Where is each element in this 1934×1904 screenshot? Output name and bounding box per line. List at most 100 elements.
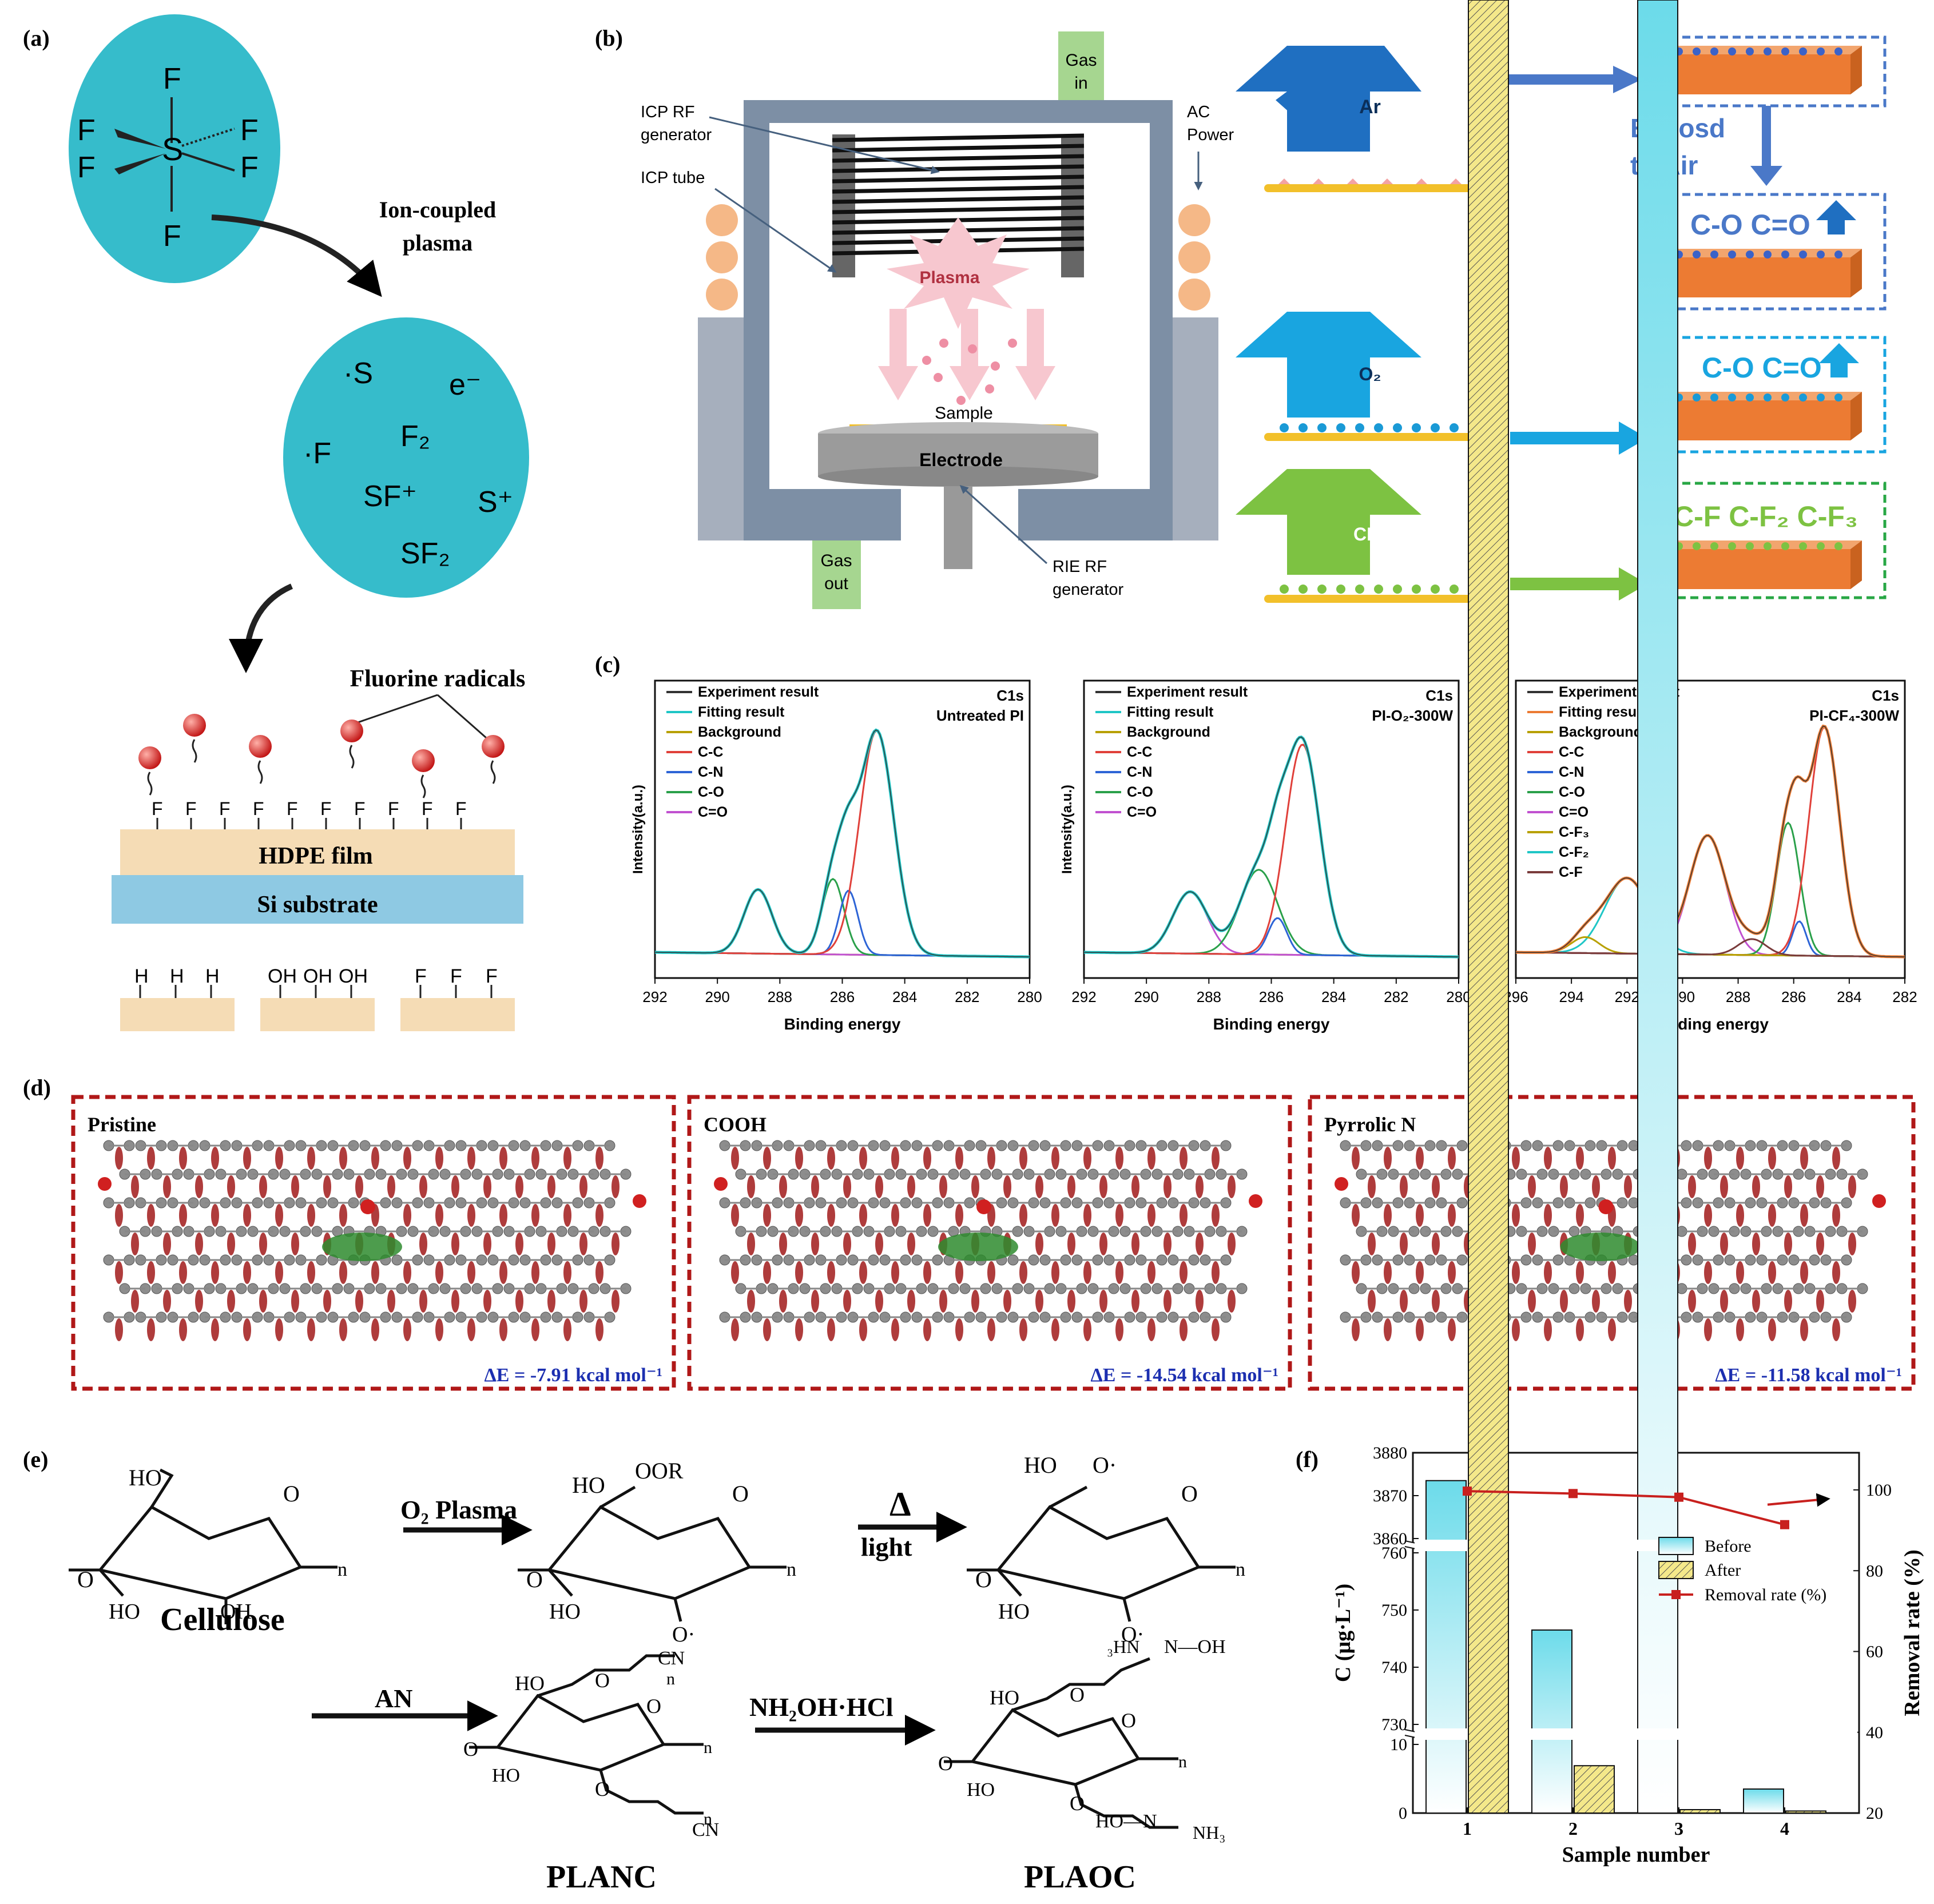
svg-text:O: O	[646, 1695, 661, 1718]
svg-text:·S: ·S	[343, 357, 373, 390]
xps-ylabel: Intensity(a.u.)	[1059, 785, 1075, 874]
xps-title: C1s	[1872, 687, 1899, 704]
xps-component	[1516, 938, 1905, 958]
xps-tick: 286	[1259, 988, 1284, 1005]
xps-legend-entry: Experiment result	[698, 684, 819, 700]
y2-tick: 100	[1866, 1481, 1892, 1500]
svg-text:OH: OH	[220, 1600, 252, 1624]
f-atom: F	[163, 62, 181, 96]
xps-legend-entry: C-F₂	[1559, 844, 1589, 860]
svg-text:O₂ Plasma: O₂ Plasma	[400, 1495, 517, 1524]
xps-legend-entry: Background	[1559, 724, 1642, 740]
rie-rf-label: RIE RF	[1053, 558, 1107, 576]
dft-panel-name: COOH	[704, 1113, 767, 1136]
group-block	[400, 998, 515, 1031]
svg-text:HO—N: HO—N	[1095, 1811, 1157, 1832]
xps-component	[1516, 920, 1905, 958]
surface-f-atom: F	[152, 798, 163, 819]
svg-text:n: n	[1236, 1559, 1245, 1580]
ac-power-label: AC	[1187, 103, 1210, 121]
xps-component	[655, 878, 1030, 958]
svg-text:CN: CN	[658, 1648, 685, 1669]
svg-text:O·: O·	[1121, 1623, 1144, 1647]
gas-treatments: Ar O₂ CF₄ Exposd to Air C-O C=O C-O C=O …	[1236, 35, 1887, 603]
xps-component	[1516, 877, 1905, 958]
svg-text:O: O	[526, 1567, 543, 1592]
y-axis-label: C (μg·L⁻¹)	[1331, 1584, 1355, 1682]
xps-legend-entry: C-O	[698, 784, 724, 800]
svg-text:light: light	[861, 1532, 912, 1561]
svg-text:HO: HO	[109, 1600, 140, 1624]
bar-before	[1637, 0, 1678, 1814]
bar-after	[1574, 1765, 1615, 1814]
f-atom: F	[163, 220, 181, 253]
xps-legend-entry: Experiment result	[1127, 684, 1248, 700]
svg-text:O: O	[938, 1752, 953, 1775]
xps-tick: 294	[1559, 988, 1583, 1005]
svg-text:HO: HO	[492, 1765, 520, 1786]
dft-panel: Pyrrolic NΔE = -11.58 kcal mol⁻¹	[1308, 1095, 1916, 1391]
xps-tick: 286	[830, 988, 855, 1005]
y2-tick: 80	[1866, 1561, 1883, 1580]
svg-text:n: n	[1178, 1752, 1187, 1771]
svg-text:O: O	[1121, 1709, 1136, 1732]
svg-text:e⁻: e⁻	[449, 368, 481, 402]
x-tick: 4	[1780, 1818, 1789, 1839]
xps-tick: 290	[705, 988, 729, 1005]
x-tick: 2	[1568, 1818, 1578, 1839]
svg-text:C-O C=O: C-O C=O	[1690, 209, 1810, 241]
svg-text:HO: HO	[967, 1779, 995, 1800]
surface-f-atom: F	[455, 798, 467, 819]
xps-legend-entry: Background	[1127, 724, 1210, 740]
rate-point	[1674, 1492, 1683, 1502]
hdpe-label: HDPE film	[259, 843, 372, 869]
xps-ylabel: Intensity(a.u.)	[630, 785, 646, 874]
xps-legend-entry: C-F	[1559, 864, 1583, 880]
svg-text:SF⁺: SF⁺	[363, 480, 417, 513]
s-atom: S	[162, 131, 183, 167]
plasma-species: ·S e⁻ ·F F₂ SF⁺ S⁺ SF₂	[283, 317, 529, 598]
bar-after	[1679, 1809, 1721, 1814]
radical-balls	[138, 714, 505, 798]
xps-legend-entry: C=O	[698, 804, 728, 820]
f-atom: F	[240, 151, 259, 184]
panel-label-e: (e)	[23, 1446, 48, 1472]
y-tick: 10	[1390, 1735, 1407, 1754]
svg-text:HO: HO	[549, 1600, 581, 1624]
group-block	[260, 998, 375, 1031]
surface-f-atom: F	[287, 798, 298, 819]
gas-out-label: Gas	[820, 551, 852, 570]
y-tick: 3880	[1373, 1444, 1407, 1462]
svg-text:Δ: Δ	[889, 1485, 911, 1523]
surface-group-label: F	[486, 965, 498, 987]
svg-text:n: n	[704, 1810, 712, 1829]
rate-point	[1568, 1489, 1578, 1498]
xps-legend-entry: Fitting result	[698, 704, 785, 720]
xps-experiment	[1084, 736, 1459, 957]
legend-after: After	[1705, 1561, 1741, 1580]
xps-tick: 288	[1197, 988, 1221, 1005]
svg-text:·F: ·F	[303, 437, 331, 470]
xps-tick: 290	[1134, 988, 1158, 1005]
svg-text:Cellulose: Cellulose	[160, 1602, 285, 1637]
svg-text:O: O	[975, 1567, 992, 1592]
surface-f-atom: F	[219, 798, 231, 819]
svg-text:N—OH: N—OH	[1164, 1636, 1226, 1657]
si-label: Si substrate	[257, 892, 378, 918]
svg-text:O: O	[1070, 1792, 1085, 1815]
surface-f-atom: F	[320, 798, 332, 819]
svg-text:O: O	[595, 1669, 610, 1692]
surface-group-label: OH	[339, 965, 368, 987]
xps-legend-entry: C-N	[698, 764, 723, 780]
xps-legend-entry: C=O	[1559, 804, 1588, 820]
xps-legend-entry: Fitting result	[1559, 704, 1646, 720]
panel-label-b: (b)	[595, 25, 623, 51]
xps-sample: Untreated PI	[936, 707, 1024, 724]
